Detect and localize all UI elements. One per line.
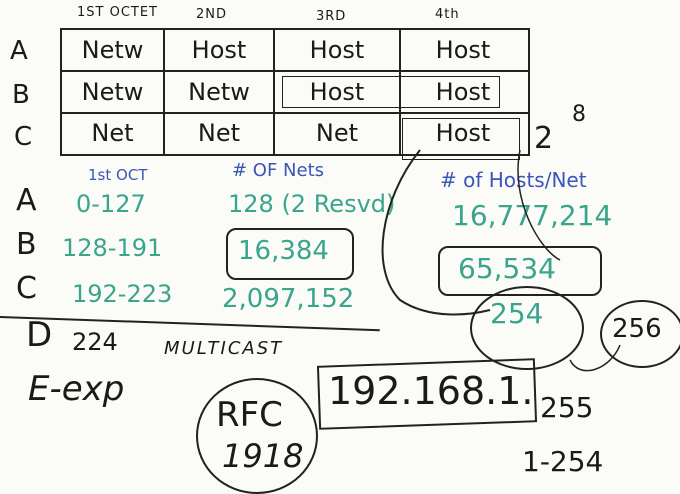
host-box [402, 118, 520, 160]
value-256: 256 [612, 314, 662, 344]
ip-host-range: 1-254 [522, 445, 604, 478]
ip-broadcast: 255 [540, 391, 594, 424]
class-b-hosts: 65,534 [458, 252, 556, 285]
table-cell: Host [309, 78, 365, 106]
rfc-label: RFC [216, 395, 283, 435]
table-row-divider [60, 70, 528, 72]
power-exponent: 8 [572, 102, 586, 127]
header-2nd: 2ND [196, 7, 228, 22]
table-cell: Net [315, 119, 359, 147]
octet-table-border [60, 28, 530, 156]
table-cell: Net [197, 119, 241, 147]
circle-256 [600, 300, 680, 368]
class-label-e: E-exp [28, 369, 125, 409]
header-1st-octet: 1ST OCTET [77, 5, 159, 20]
table-cell: Host [435, 119, 491, 147]
table-col-divider [399, 28, 401, 154]
header-first-oct: 1st OCT [88, 166, 148, 184]
class-a-hosts: 16,777,214 [452, 199, 613, 232]
class-d-value: 224 [72, 328, 118, 356]
class-a-range: 0-127 [76, 190, 146, 218]
header-3rd: 3RD [316, 9, 347, 24]
class-label-b: B [16, 227, 37, 262]
header-4th: 4th [435, 7, 460, 22]
row-label-b: B [12, 80, 30, 110]
class-b-nets: 16,384 [238, 236, 329, 266]
power-base: 2 [534, 121, 554, 156]
nets-b-box [226, 228, 354, 280]
multicast-label: MULTICAST [164, 338, 284, 359]
table-cell: Host [435, 36, 491, 64]
row-label-a: A [10, 36, 28, 66]
header-hosts: # of Hosts/Net [440, 168, 587, 192]
table-cell: Netw [81, 36, 144, 64]
host-host-box [282, 76, 500, 108]
table-cell: Host [435, 78, 491, 106]
class-label-a: A [16, 183, 37, 218]
class-c-nets: 2,097,152 [222, 284, 355, 314]
table-cell: Netw [188, 78, 250, 106]
header-nets: # OF Nets [232, 160, 325, 181]
rfc-number: 1918 [222, 437, 304, 475]
hosts-c-circle [470, 286, 584, 370]
class-label-d: D [26, 315, 53, 355]
table-cell: Host [309, 36, 365, 64]
table-col-divider [273, 28, 275, 154]
class-label-c: C [16, 271, 37, 306]
table-cell: Netw [81, 78, 144, 106]
table-row-divider [60, 112, 528, 114]
table-col-divider [163, 28, 165, 154]
table-cell: Host [191, 36, 247, 64]
ip-prefix: 192.168.1. [328, 369, 534, 413]
row-label-c: C [14, 122, 33, 152]
class-b-range: 128-191 [62, 234, 163, 262]
table-cell: Net [91, 119, 134, 147]
class-c-range: 192-223 [72, 280, 173, 308]
class-a-nets: 128 (2 Resvd) [228, 190, 396, 218]
